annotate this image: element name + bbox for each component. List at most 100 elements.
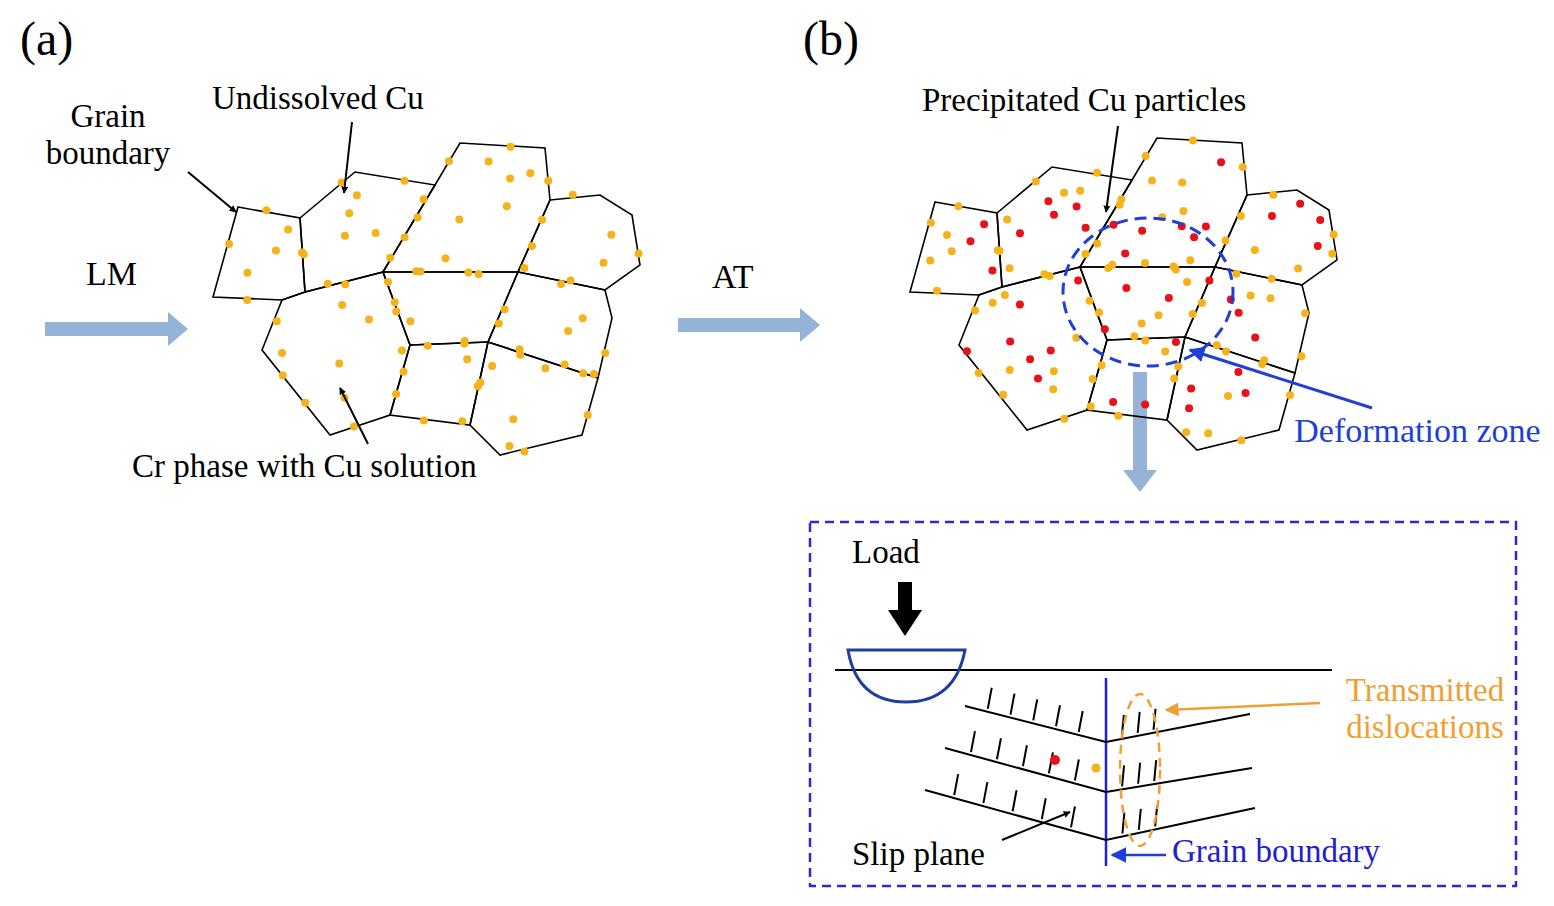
grain-outline xyxy=(1080,138,1247,267)
cu-particle xyxy=(1122,284,1130,292)
grain-boundary-line xyxy=(1105,678,1108,866)
cu-particle xyxy=(520,447,528,455)
cu-particle xyxy=(1072,334,1080,342)
cu-particle xyxy=(341,280,349,288)
cu-particle xyxy=(1047,347,1055,355)
cu-particle xyxy=(338,301,346,309)
grain-outline xyxy=(383,272,518,345)
cu-particle xyxy=(1032,177,1040,185)
cu-particle xyxy=(335,360,343,368)
cu-particle xyxy=(1185,404,1193,412)
grain-structure xyxy=(910,137,1338,450)
cu-particle xyxy=(509,415,517,423)
cu-particle xyxy=(1086,297,1094,305)
cu-particle xyxy=(1016,229,1024,237)
surface-line xyxy=(835,669,1332,671)
cu-particle xyxy=(1172,338,1180,346)
cu-particle xyxy=(485,158,493,166)
cu-particle xyxy=(1060,189,1068,197)
cu-particle xyxy=(1179,207,1187,215)
cu-particle xyxy=(1205,277,1213,285)
cu-particle xyxy=(341,232,349,240)
cu-particle xyxy=(1178,178,1186,186)
cu-particle xyxy=(1235,309,1243,317)
cu-particle xyxy=(384,278,392,286)
cu-particle xyxy=(1087,402,1095,410)
cu-particle xyxy=(1239,163,1247,171)
cu-particle xyxy=(1101,325,1109,333)
cu-particle xyxy=(1237,212,1245,220)
cu-particle xyxy=(994,246,1002,254)
cu-particle xyxy=(1006,338,1014,346)
cu-particle xyxy=(476,379,484,387)
dislocation-mark xyxy=(954,774,958,795)
dislocation-mark xyxy=(1010,694,1014,715)
cu-particle xyxy=(1138,227,1146,235)
cu-particle xyxy=(1251,333,1259,341)
grain-outline xyxy=(383,143,550,272)
cu-particle xyxy=(1073,202,1081,210)
cu-particle xyxy=(516,345,524,353)
cu-particle xyxy=(1328,250,1336,258)
cu-particle xyxy=(1330,230,1338,238)
cu-particle xyxy=(441,254,449,262)
cu-particle xyxy=(495,320,503,328)
cu-particle xyxy=(1189,310,1197,318)
cu-particle xyxy=(579,369,587,377)
cu-particle xyxy=(1213,341,1221,349)
cu-particle xyxy=(569,191,577,199)
cu-particle xyxy=(507,143,515,151)
cu-particle xyxy=(420,417,428,425)
cu-particle xyxy=(365,315,373,323)
cu-particle xyxy=(1286,391,1294,399)
cu-particle xyxy=(1098,361,1106,369)
cu-particle xyxy=(1187,384,1195,392)
cu-particle xyxy=(414,213,422,221)
grain-outline xyxy=(910,202,1002,295)
callout-label: Grain boundary xyxy=(18,98,198,172)
cu-particle xyxy=(1172,265,1180,273)
dislocation-mark xyxy=(1122,765,1124,786)
cu-particle xyxy=(1170,374,1178,382)
cu-particle xyxy=(401,177,409,185)
cu-particle xyxy=(635,250,643,258)
cu-particle xyxy=(1130,332,1138,340)
dislocation-mark xyxy=(983,782,987,803)
cu-particle xyxy=(1082,224,1090,232)
cu-particle xyxy=(345,209,353,217)
cu-particle xyxy=(561,361,569,369)
cu-particle xyxy=(1204,429,1212,437)
dislocation-mark xyxy=(1023,745,1027,766)
slip-planes xyxy=(925,688,1255,840)
cu-particle xyxy=(975,369,983,377)
cu-particle xyxy=(1183,278,1191,286)
cu-particle xyxy=(301,399,309,407)
cu-particle xyxy=(564,327,572,335)
dislocation-mark xyxy=(1079,711,1083,732)
cu-particle xyxy=(999,391,1007,399)
cu-particle xyxy=(1060,415,1068,423)
cu-particle xyxy=(284,226,292,234)
cu-particle xyxy=(1296,200,1304,208)
slip-plane xyxy=(945,748,1252,792)
grain-outline xyxy=(997,167,1132,287)
cu-particle xyxy=(1076,187,1084,195)
grain-outline xyxy=(300,172,435,292)
cu-particle xyxy=(607,231,615,239)
panel-label: (b) xyxy=(803,12,893,66)
cu-particle xyxy=(1121,249,1129,257)
cu-particle xyxy=(243,296,251,304)
cu-particle xyxy=(406,317,414,325)
cu-particle xyxy=(1268,212,1276,220)
cu-particle xyxy=(1116,201,1124,209)
cu-particle xyxy=(501,305,509,313)
cu-particle xyxy=(1268,275,1276,283)
cu-particle xyxy=(1190,233,1198,241)
cu-particle xyxy=(386,254,394,262)
process-label: LM xyxy=(86,255,166,293)
cu-particle xyxy=(278,349,286,357)
cu-particle xyxy=(458,417,466,425)
dislocation-mark xyxy=(1075,759,1079,780)
cu-particle xyxy=(1314,242,1322,250)
dislocation-mark xyxy=(1122,812,1124,833)
